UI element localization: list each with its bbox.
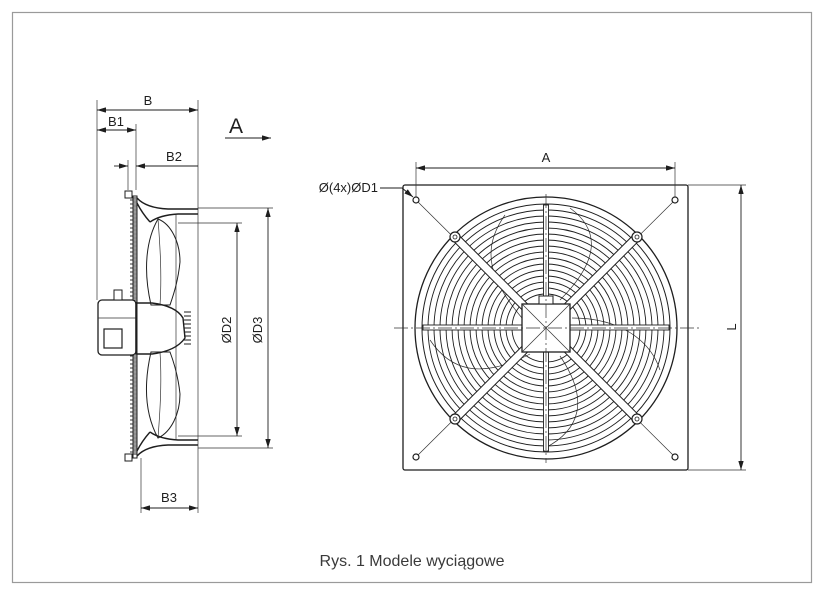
figure-caption: Rys. 1 Modele wyciągowe <box>320 553 505 570</box>
shroud-bottom <box>136 431 198 457</box>
terminal-box <box>103 328 123 349</box>
dim-label-a: A <box>542 150 551 165</box>
flange-bolt-top <box>124 190 133 199</box>
flange-bolt-bottom <box>124 453 133 462</box>
dim-label-d2: ØD2 <box>219 317 234 344</box>
spoke-bolt <box>449 231 461 243</box>
motor-cap <box>113 289 123 301</box>
hub-fins <box>184 311 191 345</box>
dim-label-b3: B3 <box>161 490 177 505</box>
view-arrow-label: A <box>229 115 243 138</box>
spoke-bolt <box>631 413 643 425</box>
spoke-bolt <box>449 413 461 425</box>
front-view: A Ø(4x)ØD1 L <box>319 150 746 471</box>
shroud-top <box>136 197 198 223</box>
dim-label-l: L <box>724 323 739 330</box>
dim-label-d1: Ø(4x)ØD1 <box>319 180 378 195</box>
side-view: B B1 B2 B3 A <box>96 93 273 513</box>
spoke-bolt <box>631 231 643 243</box>
drawing-frame <box>11 11 813 584</box>
dim-label-b2: B2 <box>166 149 182 164</box>
dim-label-b: B <box>144 93 153 108</box>
fan-hub <box>135 302 186 355</box>
dim-label-d3: ØD3 <box>250 317 265 344</box>
dim-label-b1: B1 <box>108 114 124 129</box>
leader-d1 <box>380 187 414 198</box>
fan-blade-upper <box>146 218 181 306</box>
fan-blade-lower <box>146 351 181 439</box>
